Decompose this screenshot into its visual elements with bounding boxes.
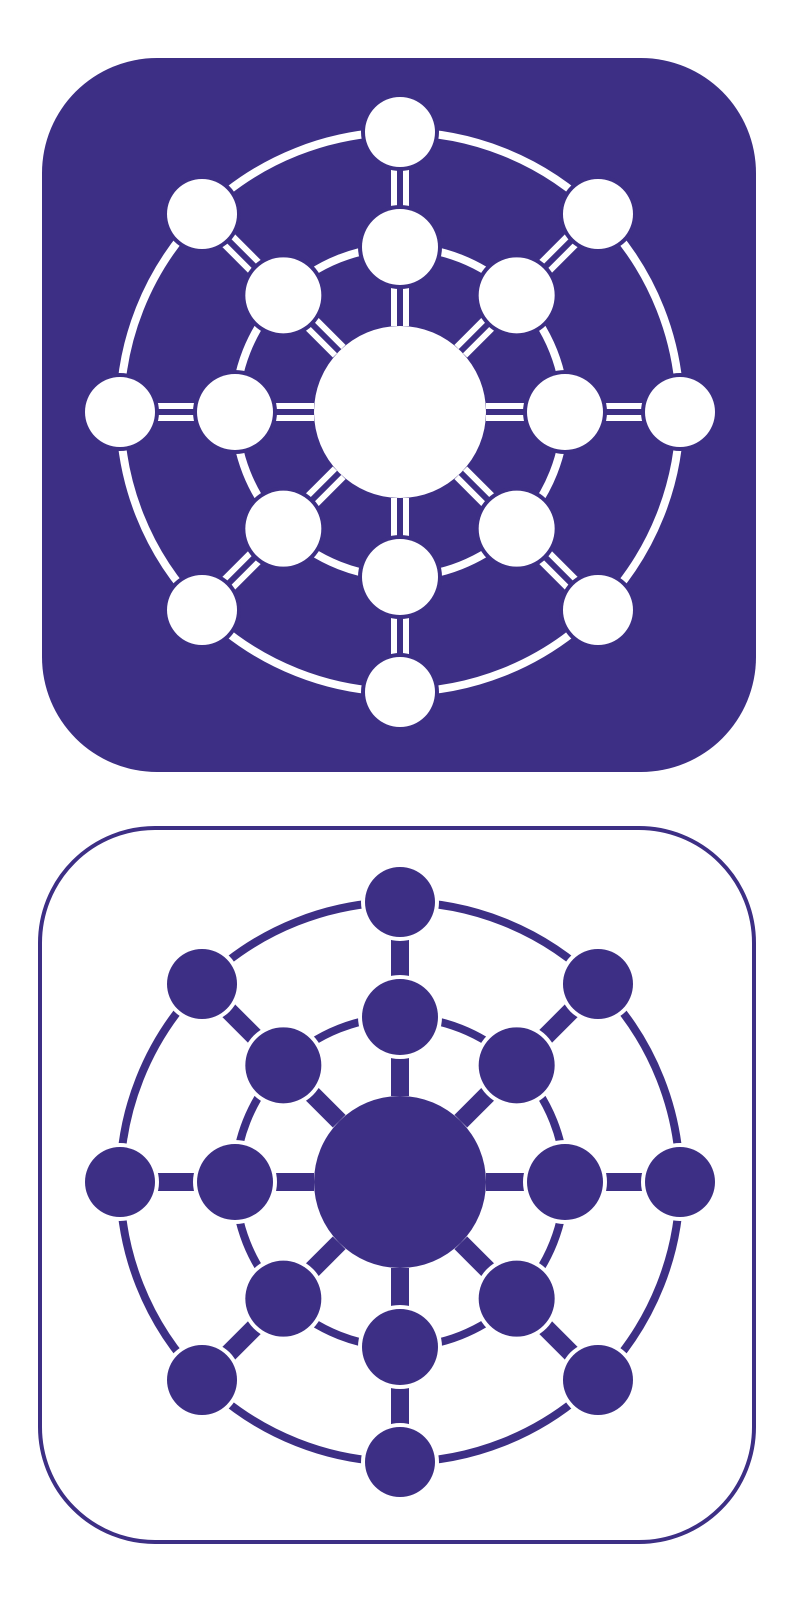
outer-node-0 [365,867,435,937]
inner-node-6 [197,374,273,450]
outer-node-5 [167,1344,238,1415]
outer-node-3 [562,574,633,645]
outer-node-2 [645,1147,715,1217]
outer-node-0 [365,97,435,167]
network-hub-icon [42,58,756,772]
inner-node-0 [362,209,438,285]
network-group [81,93,719,731]
inner-node-7 [245,1027,322,1104]
inner-node-5 [245,490,322,567]
outer-node-2 [645,377,715,447]
inner-node-1 [478,257,555,334]
outer-node-6 [85,1147,155,1217]
inner-node-0 [362,979,438,1055]
outer-node-5 [167,574,238,645]
inner-node-3 [478,1260,555,1337]
outer-node-1 [562,949,633,1020]
inner-node-2 [527,374,603,450]
outer-node-3 [562,1344,633,1415]
hub-node [314,326,486,498]
outer-node-4 [365,657,435,727]
outer-node-7 [167,179,238,250]
tile-outline [38,826,756,1544]
inner-node-7 [245,257,322,334]
outer-node-6 [85,377,155,447]
inner-node-2 [527,1144,603,1220]
inner-node-5 [245,1260,322,1337]
network-group [81,863,719,1501]
inner-node-6 [197,1144,273,1220]
network-hub-icon [38,826,756,1544]
network-hub-icon-outline [0,800,800,1600]
inner-node-4 [362,539,438,615]
outer-node-4 [365,1427,435,1497]
outer-node-7 [167,949,238,1020]
network-hub-icon-filled [0,0,800,800]
inner-node-3 [478,490,555,567]
inner-node-4 [362,1309,438,1385]
outer-node-1 [562,179,633,250]
inner-node-1 [478,1027,555,1104]
hub-node [314,1096,486,1268]
